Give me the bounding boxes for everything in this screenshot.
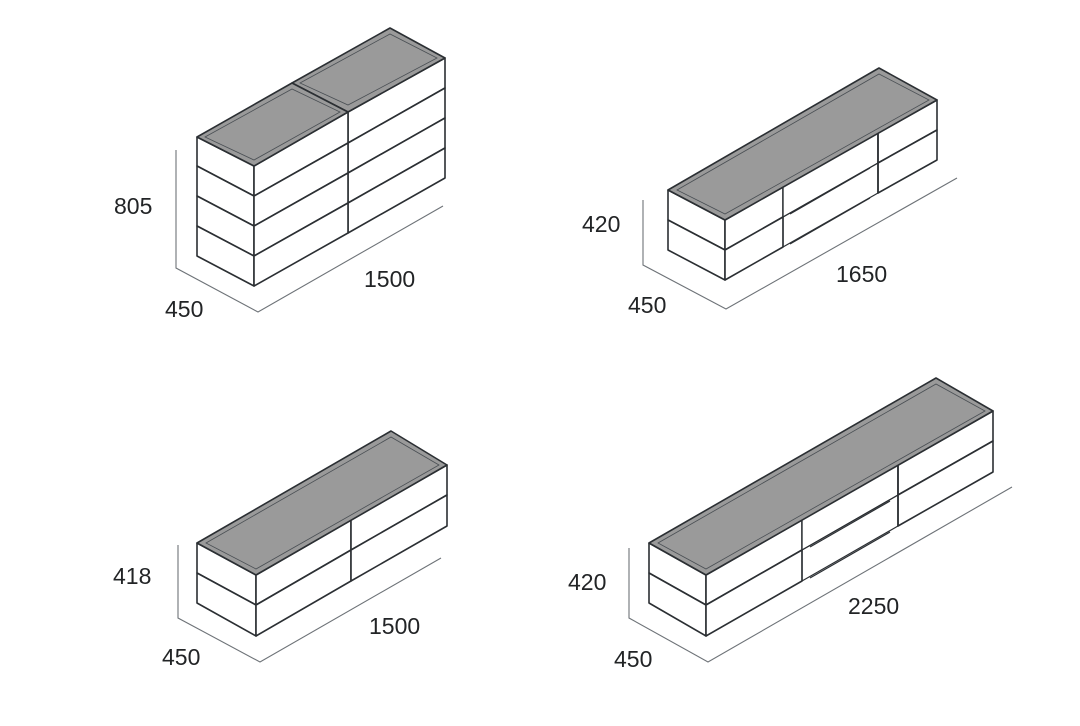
- width-label: 1500: [369, 613, 420, 639]
- height-label: 420: [582, 211, 620, 237]
- unit-tv-stand-1650: 420 450 1650: [582, 67, 958, 318]
- unit-chest-of-drawers: 805 450 1500: [114, 27, 446, 322]
- height-label: 418: [113, 563, 151, 589]
- dimension-lines: [628, 486, 1013, 663]
- height-label: 805: [114, 193, 152, 219]
- width-label: 2250: [848, 593, 899, 619]
- unit-low-sideboard-1500: 418 450 1500: [113, 430, 448, 670]
- unit-tv-stand-2250: 420 450 2250: [568, 377, 1013, 672]
- width-label: 1650: [836, 261, 887, 287]
- height-label: 420: [568, 569, 606, 595]
- width-label: 1500: [364, 266, 415, 292]
- depth-label: 450: [628, 292, 666, 318]
- depth-label: 450: [165, 296, 203, 322]
- dimension-lines: [642, 177, 958, 310]
- depth-label: 450: [614, 646, 652, 672]
- dimension-lines: [177, 545, 442, 663]
- dimension-lines: [175, 150, 444, 313]
- depth-label: 450: [162, 644, 200, 670]
